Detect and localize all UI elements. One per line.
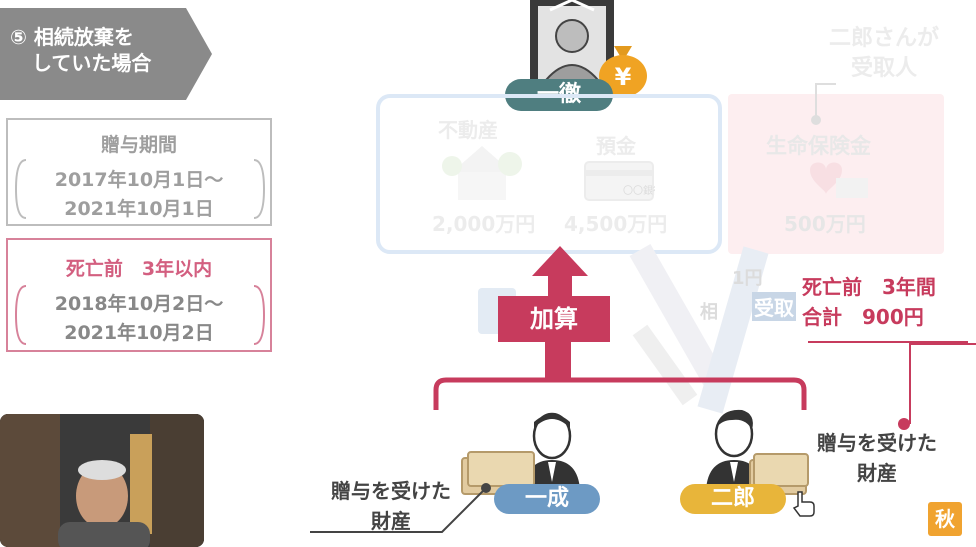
deposit-value: 4,500万円 — [564, 212, 668, 236]
heir1-name-badge: 一成 — [494, 484, 600, 514]
heir2-person-icon — [706, 409, 762, 490]
summary-line2: 合計 900円 — [802, 305, 924, 329]
gift-period-from: 2017年10月1日〜 — [54, 169, 224, 191]
heir1-gift-label: 贈与を受けた 財産 — [316, 476, 466, 536]
faded-background-shapes — [629, 244, 769, 414]
summary-underline — [808, 341, 968, 343]
insurance-note-line1: 二郎さんが — [828, 26, 939, 51]
faded-label-b: 相 — [700, 302, 718, 323]
summary-line1: 死亡前 3年間 — [802, 275, 936, 299]
death-period-from: 2018年10月2日〜 — [54, 293, 224, 315]
decedent-portrait-icon — [530, 0, 614, 84]
gift-period-box: 贈与期間 2017年10月1日〜 2021年10月1日 — [6, 118, 272, 226]
death-period-title: 死亡前 3年以内 — [65, 258, 213, 280]
gift-period-title: 贈与期間 — [100, 134, 177, 156]
insurance-leader-line — [811, 83, 836, 125]
watermark-logo: 秋 — [928, 502, 962, 536]
presenter-video[interactable] — [0, 414, 204, 547]
summary-leader-line — [898, 343, 976, 430]
section-banner-text: ⑤ 相続放棄を していた場合 — [10, 24, 200, 76]
death-period-to: 2021年10月2日 — [64, 322, 214, 344]
heir1-gift-line1: 贈与を受けた — [331, 479, 451, 503]
heir1-gift-line2: 財産 — [371, 509, 411, 533]
insurance-value: 500万円 — [784, 212, 866, 236]
heir1-leader-line — [310, 483, 491, 533]
death-period-brackets — [14, 285, 266, 345]
hand-cursor-icon — [792, 491, 815, 517]
heir2-gift-label: 贈与を受けた 財産 — [802, 428, 952, 488]
heir1-person-icon — [524, 412, 580, 490]
money-symbol: ¥ — [615, 63, 632, 91]
insurance-heart-money-icon — [810, 162, 868, 198]
faded-label-a: 1円 — [732, 268, 763, 289]
presenter-image — [0, 414, 204, 547]
banner-line1: ⑤ 相続放棄を — [10, 25, 134, 49]
real-estate-value: 2,000万円 — [432, 212, 536, 236]
insurance-note-line2: 受取人 — [850, 56, 917, 81]
heir2-gift-line2: 財産 — [857, 461, 897, 485]
death-period-box: 死亡前 3年以内 2018年10月2日〜 2021年10月2日 — [6, 238, 272, 352]
insurance-label: 生命保険金 — [766, 134, 871, 158]
heir2-name-badge: 二郎 — [680, 484, 786, 514]
addition-arrow-stem — [545, 342, 571, 380]
addition-label: 加算 — [498, 296, 610, 342]
bank-card-text: 〇〇銀行 — [623, 184, 655, 197]
real-estate-label: 不動産 — [438, 118, 498, 142]
faded-label-c: 受取 — [752, 292, 796, 321]
gift-period-to: 2021年10月1日 — [64, 198, 214, 220]
real-estate-house-icon — [442, 146, 522, 200]
banner-line2: していた場合 — [32, 51, 152, 75]
heir2-gift-line1: 贈与を受けた — [817, 431, 937, 455]
deposit-label: 預金 — [596, 134, 636, 158]
summary-text: 死亡前 3年間 合計 900円 — [802, 272, 936, 332]
section-banner — [0, 8, 212, 100]
estate-box — [376, 94, 722, 254]
insurance-note: 二郎さんが 受取人 — [822, 24, 946, 84]
bank-card-icon: 〇〇銀行 — [584, 161, 655, 201]
heirs-bracket — [433, 377, 807, 410]
addition-arrow-icon — [532, 246, 588, 298]
gift-period-brackets — [14, 159, 266, 219]
